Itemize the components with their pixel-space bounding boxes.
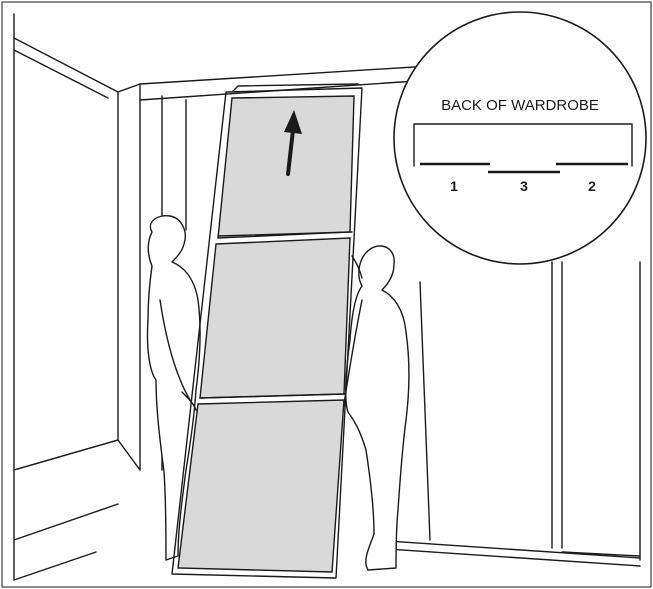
track-label-3: 3 xyxy=(520,178,528,194)
ceiling-trim xyxy=(14,50,108,98)
inset-circle xyxy=(394,12,646,264)
door-pane-bottom xyxy=(178,400,344,572)
bottom-track xyxy=(372,540,640,558)
ceiling-line xyxy=(118,66,430,92)
floor-line-left xyxy=(14,552,96,580)
track-label-2: 2 xyxy=(588,178,596,194)
door-edge-right-person xyxy=(420,282,430,540)
baseboard-left xyxy=(14,504,118,540)
floor-left xyxy=(14,440,140,470)
door-pane-top xyxy=(218,96,354,238)
door-pane-middle xyxy=(200,238,350,398)
left-wall-panel xyxy=(14,38,118,470)
track-label-1: 1 xyxy=(450,178,458,194)
inset-callout: BACK OF WARDROBE 1 3 2 xyxy=(394,12,646,264)
bottom-track-lower xyxy=(372,548,640,566)
inset-title: BACK OF WARDROBE xyxy=(441,97,599,114)
